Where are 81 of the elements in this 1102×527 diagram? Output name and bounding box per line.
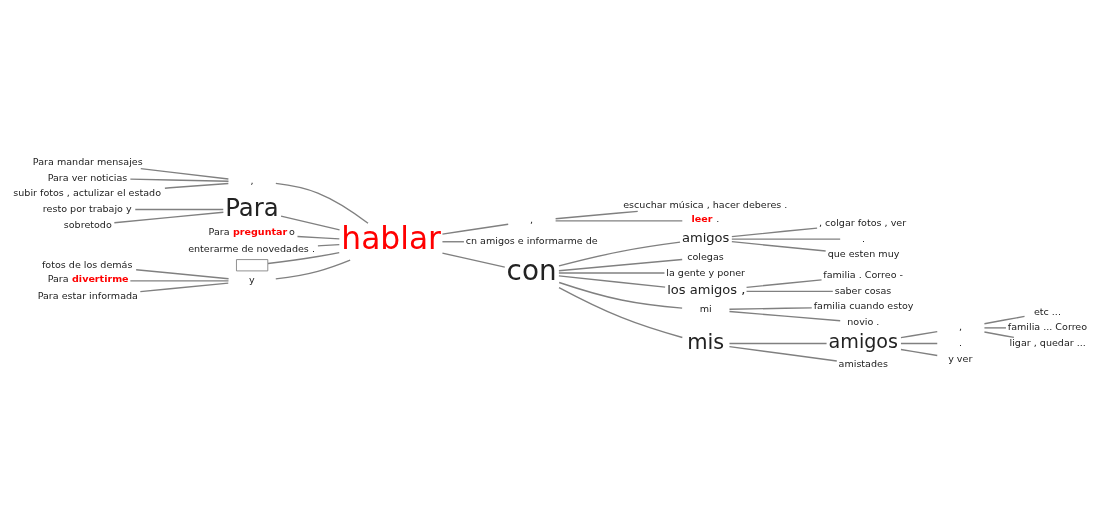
connector xyxy=(983,331,1015,339)
connector xyxy=(728,310,841,322)
connector xyxy=(983,315,1026,325)
connector xyxy=(558,281,683,309)
node-text: resto por trabajo y xyxy=(42,202,132,214)
node-text: saber cosas xyxy=(834,284,892,296)
connector xyxy=(113,211,225,224)
connector xyxy=(731,238,841,240)
node-text: amigos xyxy=(681,230,730,246)
node-text: escuchar música , hacer deberes . xyxy=(623,198,788,210)
node-text: familia . Correo - xyxy=(823,269,904,281)
connector xyxy=(558,241,681,267)
connector xyxy=(140,168,230,180)
connector xyxy=(558,275,666,288)
connector xyxy=(275,182,369,224)
connector xyxy=(129,280,230,282)
connector xyxy=(554,210,639,220)
node-text: . xyxy=(959,336,963,348)
node-text: amigos xyxy=(828,330,899,354)
connector xyxy=(554,220,683,222)
connector xyxy=(983,327,1007,329)
node-text: hablar xyxy=(341,220,441,257)
connector xyxy=(728,307,813,310)
connector xyxy=(728,342,828,345)
node-text: mis xyxy=(687,329,725,354)
node-text: etc ... xyxy=(1033,305,1061,317)
connector xyxy=(745,279,823,289)
node-text: amistades xyxy=(838,357,888,369)
connector xyxy=(275,259,351,280)
node-text: Para estar informada xyxy=(37,290,138,301)
connector xyxy=(731,227,818,238)
node-text: Para divertirme xyxy=(47,273,129,285)
connector xyxy=(900,330,938,339)
node-text: subir fotos , actulizar el estado xyxy=(13,187,162,199)
node-text: sobretodo xyxy=(63,218,112,230)
node-text: los amigos , xyxy=(667,282,746,298)
node-text: Para ver noticias xyxy=(47,171,128,183)
connector xyxy=(164,182,230,189)
connector xyxy=(558,272,666,274)
connector xyxy=(135,269,230,280)
connector xyxy=(558,286,684,339)
node-text: ligar , quedar ... xyxy=(1009,336,1086,348)
node-text: cn amigos e informarme de xyxy=(465,235,598,247)
node-text: colegas xyxy=(687,250,724,262)
connector xyxy=(134,208,224,211)
node-text: , xyxy=(250,175,254,187)
node-box xyxy=(236,259,269,272)
connector xyxy=(280,215,341,231)
node-text: que esten muy xyxy=(827,248,900,260)
connector xyxy=(558,258,683,272)
connector xyxy=(731,240,827,252)
node-text: , xyxy=(959,321,963,333)
connector xyxy=(139,282,229,293)
connector xyxy=(900,348,938,357)
node-text: familia cuando estoy xyxy=(813,300,914,312)
node-text: , colgar fotos , ver xyxy=(818,216,907,228)
node-text: fotos de los demás xyxy=(42,258,133,270)
node-text: novio . xyxy=(847,316,880,328)
connector xyxy=(129,178,230,182)
node-text: y ver xyxy=(948,352,973,364)
connector xyxy=(900,342,938,345)
node-text: y xyxy=(249,274,255,286)
node-text: leer . xyxy=(691,213,720,225)
node-text: Para preguntar o xyxy=(208,226,295,238)
node-text: enterarme de novedades . xyxy=(188,243,315,255)
connector xyxy=(441,252,506,268)
node-text: mi xyxy=(699,303,712,315)
node-text: . xyxy=(862,232,866,244)
node-text: Para xyxy=(225,192,279,222)
connector xyxy=(267,251,340,265)
connector xyxy=(441,223,509,235)
connector xyxy=(728,345,838,362)
connector xyxy=(296,235,341,240)
connector xyxy=(441,241,465,243)
node-text: Para mandar mensajes xyxy=(32,156,143,168)
connector xyxy=(745,290,834,293)
node-text: familia ... Correo xyxy=(1007,321,1088,333)
node-text: la gente y poner xyxy=(666,266,746,278)
node-text: con xyxy=(506,254,557,288)
node-text: , xyxy=(530,214,534,226)
connector xyxy=(317,243,341,247)
